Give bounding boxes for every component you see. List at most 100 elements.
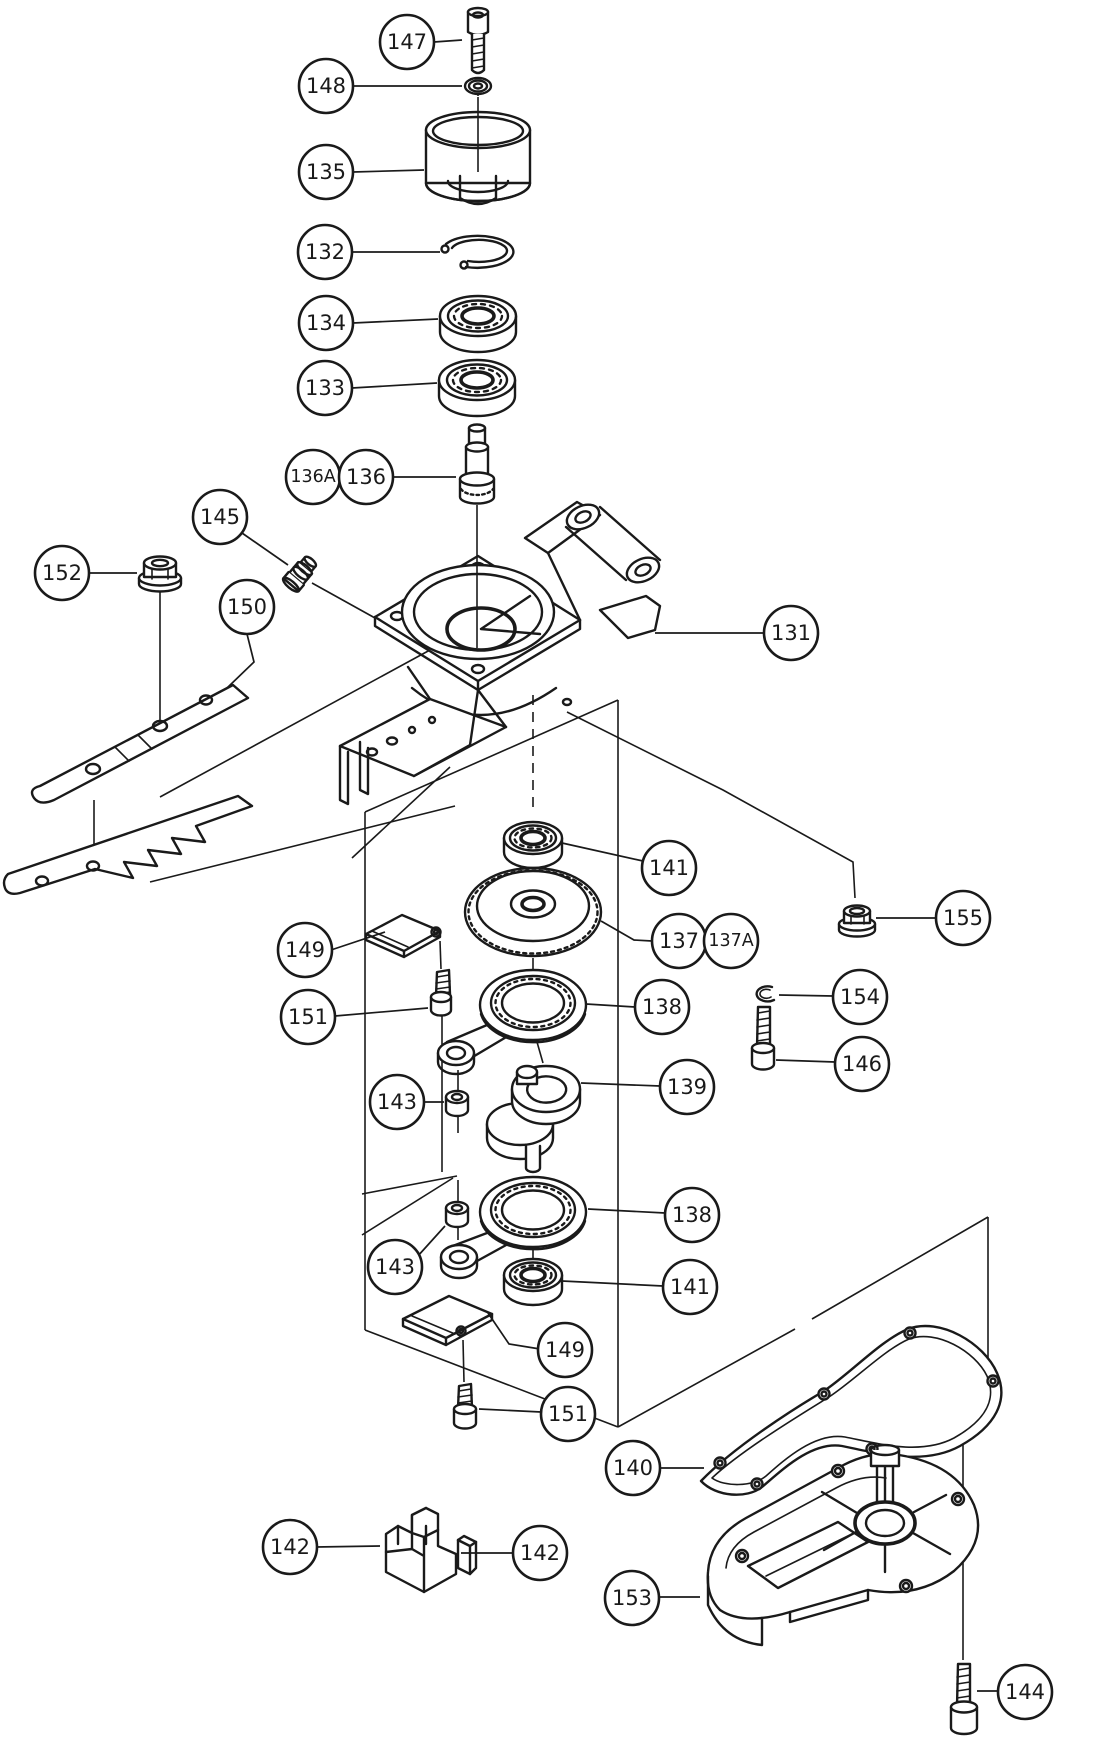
callout-138-label: 138 (642, 995, 682, 1019)
callout-147-bubble (378, 13, 436, 71)
axis-overlay-lines (476, 97, 479, 648)
callout-154-label: 154 (840, 985, 880, 1009)
callout-137A-bubble (702, 912, 760, 970)
callout-138-bubble (633, 978, 691, 1036)
callout-142: 142 (511, 1524, 569, 1582)
callout-132: 132 (296, 223, 354, 281)
part-152-flange-nut (137, 555, 183, 593)
part-146-bolt (750, 1005, 776, 1071)
part-136-pinion-shaft (458, 423, 496, 505)
callout-146-bubble (833, 1035, 891, 1093)
part-140-gasket (699, 1324, 1003, 1496)
callout-149-label: 149 (545, 1338, 585, 1362)
callout-151-label: 151 (288, 1005, 328, 1029)
callout-143-bubble (368, 1073, 426, 1131)
callout-137-label: 137 (659, 929, 699, 953)
callout-142-label: 142 (520, 1541, 560, 1565)
callout-134: 134 (297, 294, 355, 352)
part-148-washer (463, 76, 493, 96)
callout-140: 140 (604, 1439, 662, 1497)
callout-138-leader (587, 1208, 666, 1214)
callout-143-label: 143 (377, 1090, 417, 1114)
parts-group (2, 6, 1003, 1736)
callout-149-bubble (536, 1321, 594, 1379)
callout-150-leader (226, 633, 255, 689)
callout-140-label: 140 (613, 1456, 653, 1480)
callout-141: 141 (661, 1258, 719, 1316)
callout-132-label: 132 (305, 240, 345, 264)
construction-lines (93, 78, 989, 1660)
callout-148-label: 148 (306, 74, 346, 98)
callout-147-label: 147 (387, 30, 427, 54)
callout-154-leader (778, 994, 834, 997)
callout-135-bubble (297, 143, 355, 201)
callout-149-leader (330, 931, 386, 951)
part-132-snap-ring (440, 234, 515, 270)
callout-151: 151 (279, 988, 337, 1046)
callout-138: 138 (663, 1186, 721, 1244)
callout-141-leader (561, 1280, 664, 1287)
callout-141-label: 141 (649, 856, 689, 880)
callout-131-label: 131 (771, 621, 811, 645)
callout-138: 138 (633, 978, 691, 1036)
callout-135-label: 135 (306, 160, 346, 184)
callout-133-bubble (296, 359, 354, 417)
callout-142-bubble (511, 1524, 569, 1582)
part-155-flange-nut (837, 904, 877, 938)
callout-134-leader (352, 318, 439, 324)
callout-142-label: 142 (270, 1535, 310, 1559)
callout-136-bubble (337, 448, 395, 506)
callout-150-bubble (218, 578, 276, 636)
part-142-guide-blocks (384, 1506, 478, 1594)
callout-133-label: 133 (305, 376, 345, 400)
part-131-gear-housing (338, 500, 662, 806)
callout-137A-label: 137A (708, 931, 753, 951)
callout-139-leader (580, 1082, 661, 1087)
callout-137: 137 (650, 912, 708, 970)
callout-150-label: 150 (227, 595, 267, 619)
part-147-socket-bolt (466, 6, 490, 75)
part-cutter-blade (2, 794, 254, 896)
part-138-connecting-rod-upper (436, 968, 588, 1076)
callout-152-label: 152 (42, 561, 82, 585)
callout-149-bubble (276, 921, 334, 979)
callout-136: 136 (337, 448, 395, 506)
part-141-bearing-lower (502, 1257, 564, 1307)
callout-142-leader (315, 1545, 381, 1548)
part-153-gear-case-cover (706, 1443, 980, 1647)
callout-141-label: 141 (670, 1275, 710, 1299)
callout-155-bubble (934, 889, 992, 947)
callout-137-leader (600, 920, 653, 942)
callout-152-bubble (33, 544, 91, 602)
callout-145-label: 145 (200, 505, 240, 529)
part-150-support-bar (30, 683, 250, 804)
callout-145-leader (241, 532, 289, 566)
callout-144-label: 144 (1005, 1680, 1045, 1704)
callout-152: 152 (33, 544, 91, 602)
callout-136A: 136A (284, 448, 342, 506)
callout-138-leader (585, 1003, 636, 1008)
callout-151: 151 (539, 1385, 597, 1443)
callout-135: 135 (297, 143, 355, 201)
part-133-bearing (437, 358, 517, 418)
callout-139: 139 (658, 1058, 716, 1116)
callout-153-label: 153 (612, 1586, 652, 1610)
callout-150: 150 (218, 578, 276, 636)
callout-145: 145 (191, 488, 249, 546)
part-134-bearing (438, 294, 518, 354)
part-141-bearing-upper (502, 820, 564, 870)
callout-146-leader (775, 1059, 836, 1063)
callout-134-bubble (297, 294, 355, 352)
callout-136A-label: 136A (290, 467, 335, 487)
callout-132-bubble (296, 223, 354, 281)
callout-149-leader (487, 1312, 541, 1350)
callout-147: 147 (378, 13, 436, 71)
callout-149: 149 (536, 1321, 594, 1379)
part-151-bolt-upper (429, 968, 453, 1017)
callout-133-leader (351, 382, 438, 389)
callout-145-bubble (191, 488, 249, 546)
part-143-bushing-lower (444, 1200, 470, 1229)
part-138-connecting-rod-lower (439, 1175, 588, 1280)
